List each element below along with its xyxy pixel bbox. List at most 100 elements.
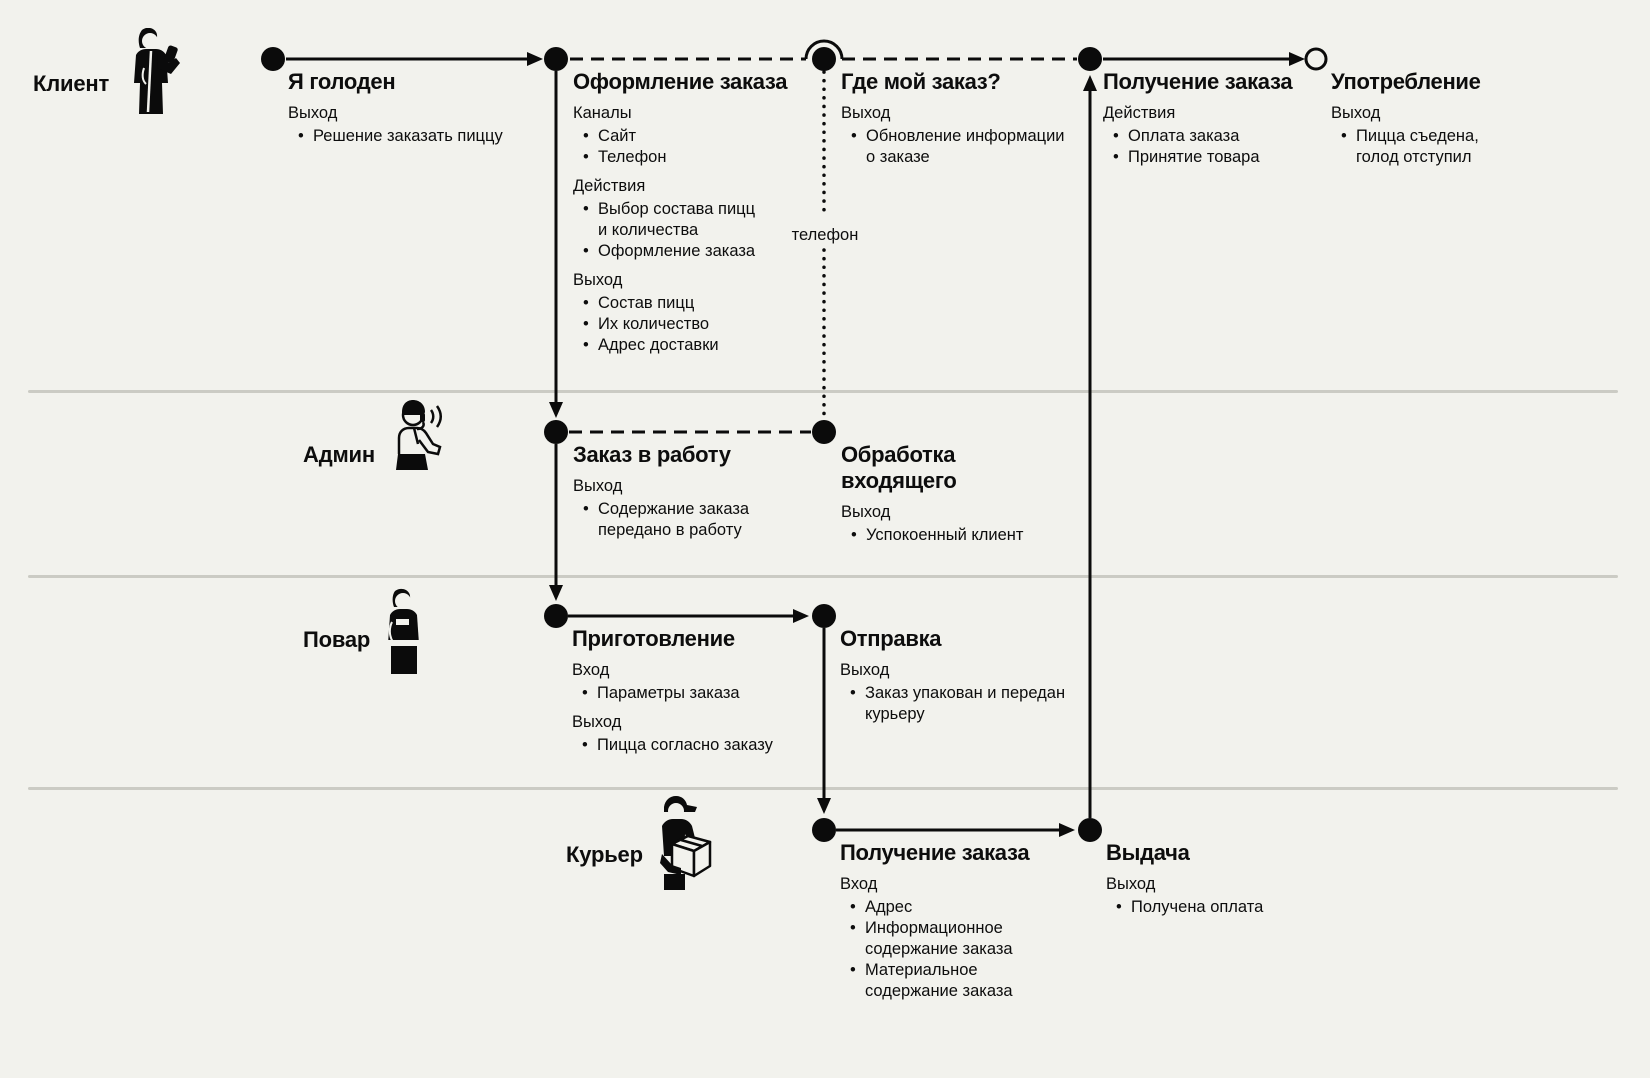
stage-card-upotreblenie: УпотреблениеВыходПицца съедена, голод от… <box>1331 69 1581 168</box>
section-label: Выход <box>840 661 890 679</box>
list-item: Телефон <box>573 147 823 168</box>
stage-section: ВыходСодержание заказа передано в работу <box>573 476 823 541</box>
stage-card-ya-goloden: Я голоденВыходРешение заказать пиццу <box>288 69 538 147</box>
section-items: СайтТелефон <box>573 126 823 168</box>
lane-divider-client-admin <box>28 390 1618 393</box>
stage-section: ВыходЗаказ упакован и передан курьеру <box>840 660 1100 725</box>
section-label: Выход <box>841 503 891 521</box>
node-poluchenie-zakaza-kurier <box>812 818 836 842</box>
section-items: Успокоенный клиент <box>841 525 1091 546</box>
section-label: Каналы <box>573 104 632 122</box>
arrowhead-down <box>549 402 563 418</box>
node-ya-goloden <box>261 47 285 71</box>
stage-title: Оформление заказа <box>573 69 788 94</box>
section-label: Выход <box>573 477 623 495</box>
stage-section: ВыходПицца согласно заказу <box>572 712 822 756</box>
list-item: Обновление информации о заказе <box>841 126 1086 168</box>
edge-hop-arc <box>804 39 844 60</box>
admin-headset-icon <box>396 400 442 470</box>
stage-section: ВыходОбновление информации о заказе <box>841 103 1086 168</box>
list-item: Состав пицц <box>573 293 823 314</box>
stage-section: ВходПараметры заказа <box>572 660 822 704</box>
stage-section: ДействияОплата заказаПринятие товара <box>1103 103 1353 168</box>
stage-section: ВыходСостав пиццИх количествоАдрес доста… <box>573 270 823 356</box>
list-item: Адрес <box>840 897 1090 918</box>
node-oformlenie-zakaza <box>544 47 568 71</box>
section-items: Оплата заказаПринятие товара <box>1103 126 1353 168</box>
actor-label-cook: Повар <box>303 627 371 652</box>
node-zakaz-v-rabotu <box>544 420 568 444</box>
stage-section: КаналыСайтТелефон <box>573 103 823 168</box>
node-otpravka <box>812 604 836 628</box>
list-item: Выбор состава пицц и количества <box>573 199 823 241</box>
section-label: Действия <box>573 177 646 195</box>
stage-title: Приготовление <box>572 626 735 651</box>
list-item: Содержание заказа передано в работу <box>573 499 823 541</box>
stage-title: Я голоден <box>288 69 396 94</box>
stage-section: ВыходПолучена оплата <box>1106 874 1356 918</box>
arrowhead-right <box>1059 823 1075 837</box>
edges <box>286 39 1290 832</box>
arrowhead-right <box>1289 52 1305 66</box>
stage-section: ВыходУспокоенный клиент <box>841 502 1091 546</box>
node-upotreblenie-open <box>1304 47 1328 71</box>
list-item: Адрес доставки <box>573 335 823 356</box>
list-item: Оплата заказа <box>1103 126 1353 147</box>
stage-card-otpravka: ОтправкаВыходЗаказ упакован и передан ку… <box>840 626 1100 725</box>
list-item: Материальное содержание заказа <box>840 960 1090 1002</box>
section-label: Вход <box>572 661 610 679</box>
stage-section: ВыходПицца съедена, голод отступил <box>1331 103 1581 168</box>
stage-title: Получение заказа <box>840 840 1030 865</box>
arrowhead-up <box>1083 75 1097 91</box>
section-items: Пицца согласно заказу <box>572 735 822 756</box>
list-item: Оформление заказа <box>573 241 823 262</box>
section-items: Параметры заказа <box>572 683 822 704</box>
node-vydacha <box>1078 818 1102 842</box>
section-label: Действия <box>1103 104 1176 122</box>
stage-title: Где мой заказ? <box>841 69 1001 94</box>
list-item: Информационное содержание заказа <box>840 918 1090 960</box>
section-items: Содержание заказа передано в работу <box>573 499 823 541</box>
list-item: Получена оплата <box>1106 897 1356 918</box>
list-item: Пицца согласно заказу <box>572 735 822 756</box>
stage-card-poluchenie-zakaza-kurier: Получение заказаВходАдресИнформационное … <box>840 840 1090 1002</box>
courier-box-icon <box>660 796 712 890</box>
stage-title: Обработка входящего <box>841 442 957 493</box>
stage-card-poluchenie-zakaza-klient: Получение заказаДействияОплата заказаПри… <box>1103 69 1353 168</box>
section-label: Выход <box>1331 104 1381 122</box>
node-obrabotka-vhodyaschego <box>812 420 836 444</box>
stage-title: Употребление <box>1331 69 1481 94</box>
arrowhead-right <box>527 52 543 66</box>
stage-title: Получение заказа <box>1103 69 1293 94</box>
section-items: Обновление информации о заказе <box>841 126 1086 168</box>
section-label: Выход <box>573 271 623 289</box>
list-item: Решение заказать пиццу <box>288 126 538 147</box>
section-items: Получена оплата <box>1106 897 1356 918</box>
list-item: Заказ упакован и передан курьеру <box>840 683 1100 725</box>
list-item: Параметры заказа <box>572 683 822 704</box>
section-items: Пицца съедена, голод отступил <box>1331 126 1581 168</box>
cook-apron-icon <box>388 588 419 674</box>
actor-label-courier: Курьер <box>566 842 643 867</box>
list-item: Принятие товара <box>1103 147 1353 168</box>
arrowhead-down <box>817 798 831 814</box>
stage-card-zakaz-v-rabotu: Заказ в работуВыходСодержание заказа пер… <box>573 442 823 541</box>
arrowhead-right <box>793 609 809 623</box>
section-label: Вход <box>840 875 878 893</box>
stage-card-vydacha: ВыдачаВыходПолучена оплата <box>1106 840 1356 918</box>
stage-card-prigotovlenie: ПриготовлениеВходПараметры заказаВыходПи… <box>572 626 822 756</box>
actor-label-client: Клиент <box>33 71 110 96</box>
list-item: Пицца съедена, голод отступил <box>1331 126 1581 168</box>
section-label: Выход <box>288 104 338 122</box>
stage-title: Выдача <box>1106 840 1190 865</box>
stage-card-obrabotka-vhodyaschego: Обработка входящегоВыходУспокоенный клие… <box>841 442 1091 546</box>
stage-section: ВходАдресИнформационное содержание заказ… <box>840 874 1090 1002</box>
section-items: Заказ упакован и передан курьеру <box>840 683 1100 725</box>
node-poluchenie-zakaza-klient <box>1078 47 1102 71</box>
client-phone-icon <box>134 28 180 114</box>
list-item: Сайт <box>573 126 823 147</box>
arrowhead-down <box>549 585 563 601</box>
node-prigotovlenie <box>544 604 568 628</box>
